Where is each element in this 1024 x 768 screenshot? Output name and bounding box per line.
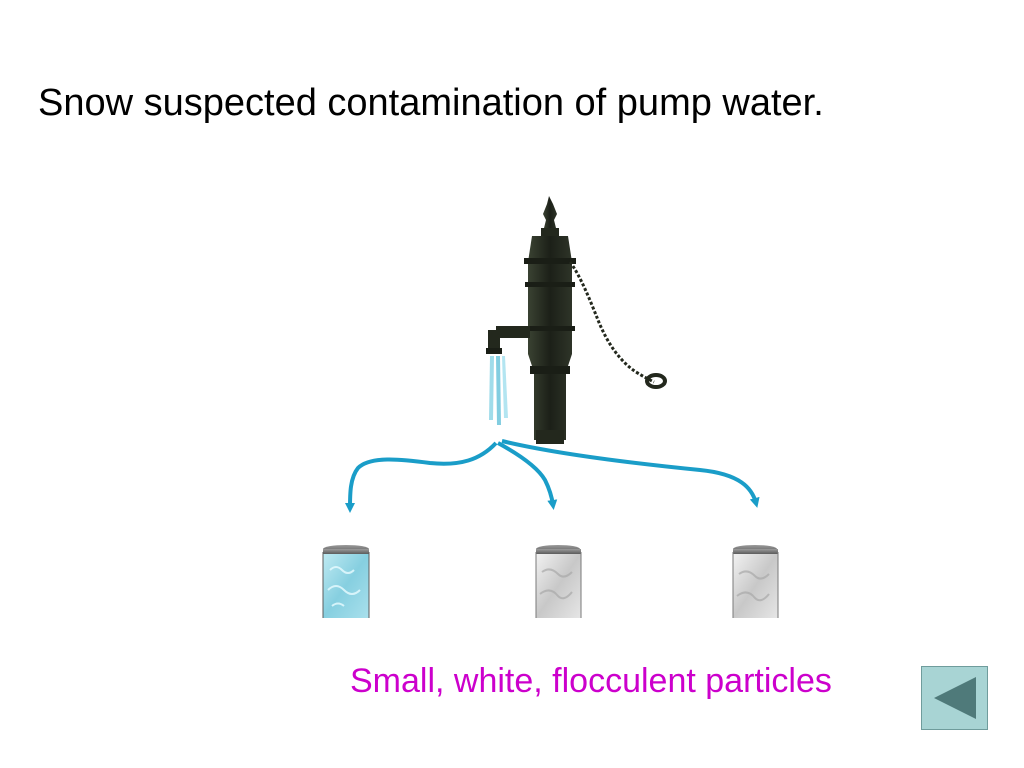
- flow-arrows: [345, 439, 760, 513]
- cloudy-water-glass-middle: [535, 545, 582, 618]
- water-stream: [489, 356, 508, 425]
- arrow-to-middle-glass: [497, 441, 558, 510]
- caption-text: Small, white, flocculent particles: [350, 662, 832, 700]
- arrow-to-right-glass: [501, 439, 760, 508]
- slide-title: Snow suspected contamination of pump wat…: [38, 82, 824, 124]
- arrow-to-clear-glass: [345, 441, 498, 513]
- clear-water-glass: [322, 545, 370, 618]
- cloudy-water-glass-right: [732, 545, 779, 618]
- previous-slide-button[interactable]: [921, 666, 988, 730]
- triangle-left-icon: [934, 677, 976, 719]
- water-pump: [486, 196, 667, 444]
